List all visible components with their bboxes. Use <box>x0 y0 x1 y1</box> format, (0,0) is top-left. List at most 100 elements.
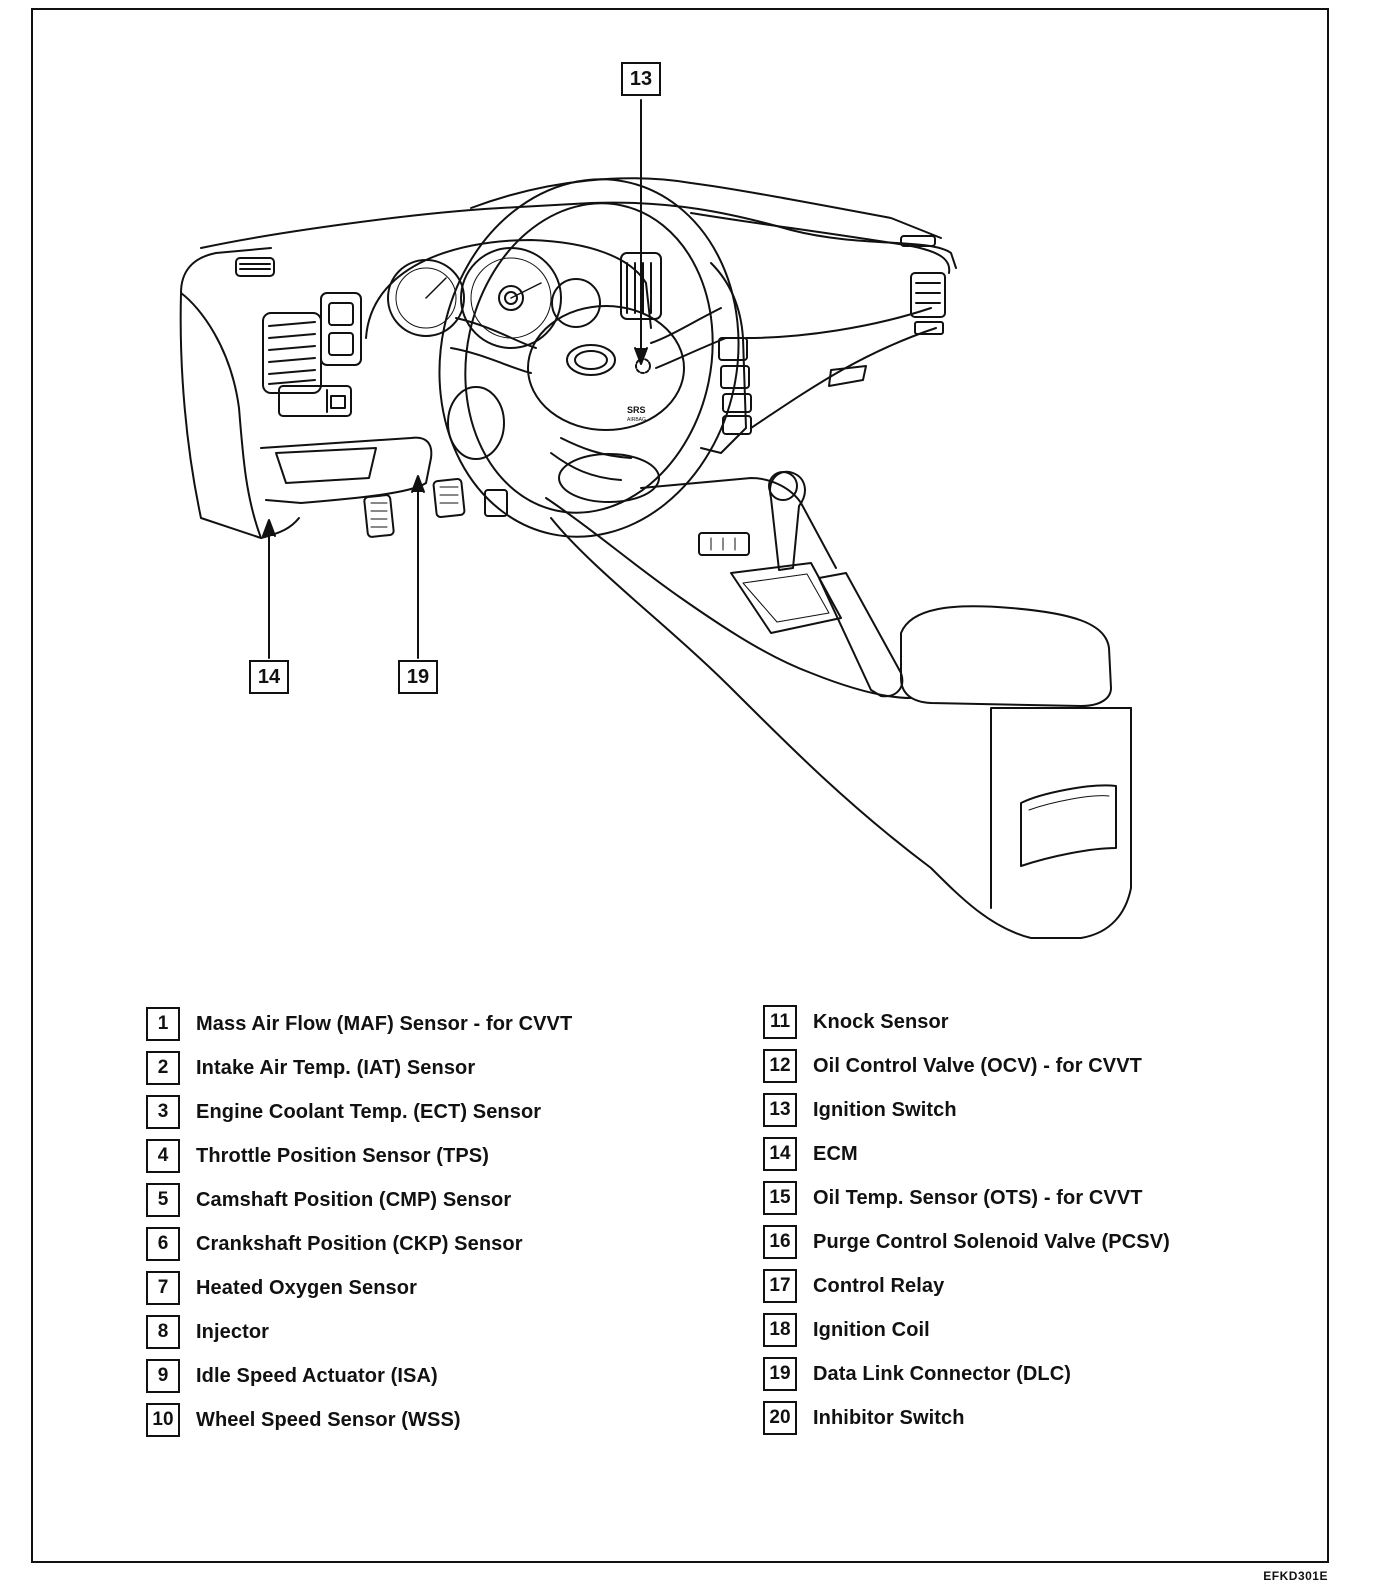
legend-item-6: 6 Crankshaft Position (CKP) Sensor <box>146 1226 523 1262</box>
callout-13: 13 <box>621 62 661 96</box>
rear-storage-slot <box>1020 784 1117 867</box>
legend-label: Mass Air Flow (MAF) Sensor - for CVVT <box>196 1012 573 1035</box>
srs-label: SRS <box>627 405 646 415</box>
legend-number: 14 <box>763 1137 797 1171</box>
legend-number: 6 <box>146 1227 180 1261</box>
legend-label: Intake Air Temp. (IAT) Sensor <box>196 1056 476 1079</box>
legend-label: Ignition Switch <box>813 1098 957 1121</box>
airbag-pad <box>527 305 685 431</box>
switch-panel <box>320 292 362 366</box>
legend-item-5: 5 Camshaft Position (CMP) Sensor <box>146 1182 511 1218</box>
legend-label: Camshaft Position (CMP) Sensor <box>196 1188 512 1211</box>
dash-passenger-top <box>690 212 951 274</box>
legend-item-10: 10 Wheel Speed Sensor (WSS) <box>146 1402 461 1438</box>
wheel-lower-grip <box>558 453 660 503</box>
legend-label: Heated Oxygen Sensor <box>196 1276 417 1299</box>
legend-number: 16 <box>763 1225 797 1259</box>
accelerator-pedal <box>484 489 508 517</box>
passenger-top-vent <box>900 235 936 247</box>
legend-item-12: 12 Oil Control Valve (OCV) - for CVVT <box>763 1048 1142 1084</box>
figure-frame <box>31 8 1329 1563</box>
glovebox-latch <box>828 365 867 387</box>
steering-wheel-inner <box>464 202 714 514</box>
legend-number: 19 <box>763 1357 797 1391</box>
clutch-pedal <box>363 494 395 538</box>
legend-number: 15 <box>763 1181 797 1215</box>
lower-switch-block <box>278 385 352 417</box>
steering-wheel-outer <box>438 178 740 538</box>
legend-item-3: 3 Engine Coolant Temp. (ECT) Sensor <box>146 1094 541 1130</box>
legend-number: 11 <box>763 1005 797 1039</box>
steering-spoke-right <box>650 307 727 369</box>
legend-label: Idle Speed Actuator (ISA) <box>196 1364 438 1387</box>
legend-label: Data Link Connector (DLC) <box>813 1362 1072 1385</box>
legend-label: Control Relay <box>813 1274 945 1297</box>
console-outline <box>550 517 1132 939</box>
legend-item-8: 8 Injector <box>146 1314 269 1350</box>
legend-number: 3 <box>146 1095 180 1129</box>
passenger-vent <box>910 272 946 318</box>
legend-item-7: 7 Heated Oxygen Sensor <box>146 1270 417 1306</box>
steering-spoke-bottom <box>550 437 632 481</box>
cluster-hood <box>365 239 652 339</box>
legend-number: 7 <box>146 1271 180 1305</box>
lower-dash <box>260 436 433 504</box>
shift-gate <box>730 562 842 634</box>
fuel-gauge <box>551 278 601 328</box>
legend-item-19: 19 Data Link Connector (DLC) <box>763 1356 1071 1392</box>
legend-item-2: 2 Intake Air Temp. (IAT) Sensor <box>146 1050 475 1086</box>
dash-left-end <box>179 247 300 539</box>
center-stack <box>700 262 747 454</box>
legend-label: ECM <box>813 1142 858 1165</box>
legend-item-9: 9 Idle Speed Actuator (ISA) <box>146 1358 438 1394</box>
knee-bolster <box>275 447 377 484</box>
left-top-vent <box>235 257 275 277</box>
legend-item-15: 15 Oil Temp. Sensor (OTS) - for CVVT <box>763 1180 1143 1216</box>
legend-item-14: 14 ECM <box>763 1136 858 1172</box>
legend-label: Engine Coolant Temp. (ECT) Sensor <box>196 1100 542 1123</box>
figure-code: EFKD301E <box>1263 1569 1328 1583</box>
legend-label: Injector <box>196 1320 270 1343</box>
legend-number: 9 <box>146 1359 180 1393</box>
legend-item-1: 1 Mass Air Flow (MAF) Sensor - for CVVT <box>146 1006 572 1042</box>
legend-label: Knock Sensor <box>813 1010 949 1033</box>
legend-number: 8 <box>146 1315 180 1349</box>
callout-14: 14 <box>249 660 289 694</box>
legend-label: Inhibitor Switch <box>813 1406 965 1429</box>
legend-number: 1 <box>146 1007 180 1041</box>
legend-number: 20 <box>763 1401 797 1435</box>
legend-number: 17 <box>763 1269 797 1303</box>
hyundai-logo <box>566 344 616 376</box>
legend-label: Oil Control Valve (OCV) - for CVVT <box>813 1054 1142 1077</box>
tachometer <box>387 259 465 337</box>
callout-19: 19 <box>398 660 438 694</box>
legend-label: Throttle Position Sensor (TPS) <box>196 1144 490 1167</box>
legend-number: 2 <box>146 1051 180 1085</box>
passenger-dash <box>745 307 937 429</box>
brake-pedal <box>432 478 466 518</box>
dash-top-rear <box>470 177 942 239</box>
shift-lever <box>769 470 806 571</box>
legend-label: Crankshaft Position (CKP) Sensor <box>196 1232 523 1255</box>
legend-item-16: 16 Purge Control Solenoid Valve (PCSV) <box>763 1224 1170 1260</box>
wheel-left-grip <box>447 386 505 460</box>
legend-label: Purge Control Solenoid Valve (PCSV) <box>813 1230 1170 1253</box>
legend-number: 18 <box>763 1313 797 1347</box>
legend-label: Ignition Coil <box>813 1318 930 1341</box>
legend-item-4: 4 Throttle Position Sensor (TPS) <box>146 1138 489 1174</box>
legend-number: 13 <box>763 1093 797 1127</box>
dash-left-side <box>180 292 262 539</box>
legend-number: 12 <box>763 1049 797 1083</box>
dashboard-illustration: SRS AIRBAG <box>179 99 1132 939</box>
legend-label: Wheel Speed Sensor (WSS) <box>196 1408 461 1431</box>
armrest <box>900 605 1112 707</box>
legend-label: Oil Temp. Sensor (OTS) - for CVVT <box>813 1186 1143 1209</box>
legend-item-18: 18 Ignition Coil <box>763 1312 930 1348</box>
parking-brake <box>818 572 904 698</box>
airbag-label: AIRBAG <box>627 417 646 423</box>
legend-number: 10 <box>146 1403 180 1437</box>
steering-spoke-left <box>450 317 537 374</box>
console-switch <box>698 532 750 556</box>
legend-item-11: 11 Knock Sensor <box>763 1004 949 1040</box>
legend-item-17: 17 Control Relay <box>763 1268 944 1304</box>
